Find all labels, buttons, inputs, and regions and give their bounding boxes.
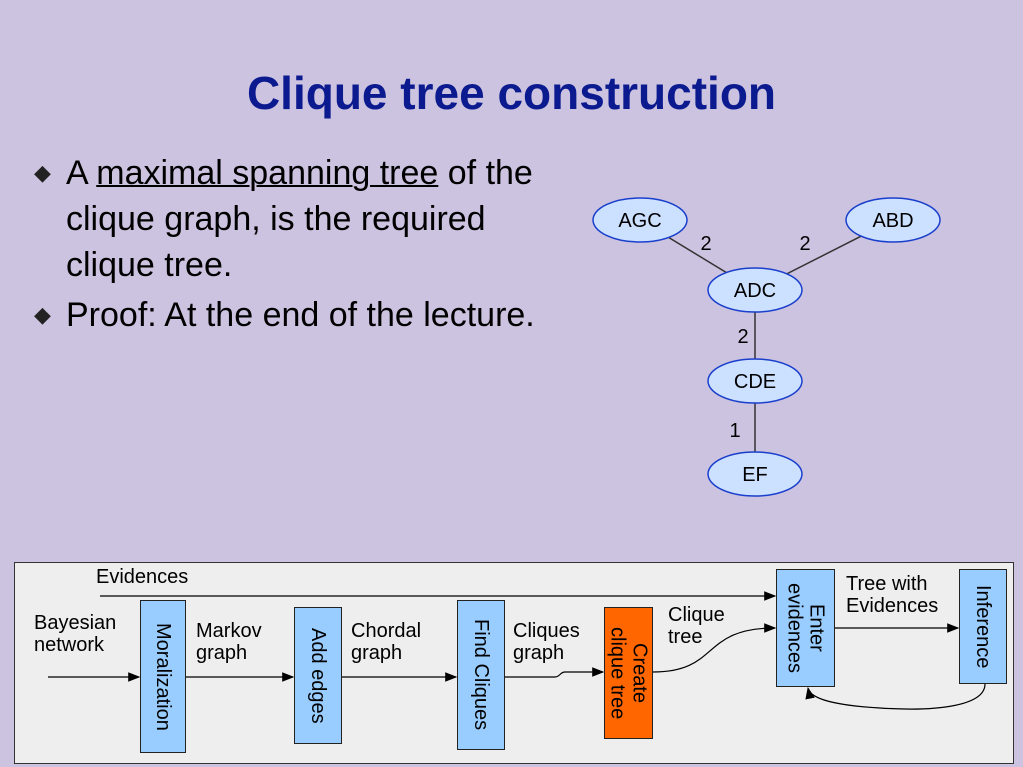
node-abd [845, 197, 941, 243]
node-cde [707, 358, 803, 404]
node-label: AGC [618, 210, 661, 232]
edge-weight: 2 [799, 233, 810, 255]
label-cliques-graph: Cliques graph [513, 620, 580, 664]
node-label: ADC [734, 280, 776, 302]
diamond-bullet-icon: ◆ [34, 302, 51, 327]
label-bayesian-network: Bayesian network [34, 612, 117, 656]
diamond-bullet-icon: ◆ [34, 160, 51, 185]
bullet-item: ◆ A maximal spanning tree of the clique … [34, 150, 554, 288]
arrow-to-create-clique-tree [505, 667, 605, 678]
node-agc [592, 197, 688, 243]
step-create-clique-tree[interactable]: Create clique tree [604, 607, 653, 739]
bullet-item: ◆ Proof: At the end of the lecture. [34, 292, 554, 338]
arrow-to-enter-evidences [652, 623, 777, 673]
step-find-cliques[interactable]: Find Cliques [457, 600, 505, 750]
label-evidences: Evidences [96, 566, 189, 588]
node-label: CDE [734, 371, 776, 393]
clique-tree-diagram: AGC ABD ADC CDE EF 2 2 2 1 [592, 197, 941, 497]
step-add-edges[interactable]: Add edges [294, 607, 342, 744]
node-adc [707, 267, 803, 313]
slide-title: Clique tree construction [246, 67, 777, 119]
bullet-text: A [66, 154, 97, 192]
edge-weight: 1 [729, 420, 740, 442]
step-inference[interactable]: Inference [959, 569, 1007, 684]
node-label: EF [742, 464, 768, 486]
label-chordal-graph: Chordal graph [351, 620, 422, 664]
label-markov-graph: Markov graph [196, 620, 262, 664]
edge-weight: 2 [700, 233, 711, 255]
node-ef [707, 451, 803, 497]
arrow-feedback-loop [805, 683, 986, 710]
step-moralization[interactable]: Moralization [140, 600, 186, 753]
step-enter-evidences[interactable]: Enter evidences [776, 569, 835, 687]
node-label: ABD [872, 210, 913, 232]
edge-weight: 2 [737, 326, 748, 348]
label-tree-with-evidences: Tree with Evidences [846, 573, 939, 617]
bullet-list: ◆ A maximal spanning tree of the clique … [34, 150, 554, 342]
maximal-spanning-tree-link[interactable]: maximal spanning tree [96, 154, 439, 192]
bullet-text: Proof: At the end of the lecture. [66, 296, 535, 334]
bullet-text-continued: of the clique graph, is the required cli… [66, 154, 533, 284]
label-clique-tree: Clique tree [668, 604, 725, 648]
